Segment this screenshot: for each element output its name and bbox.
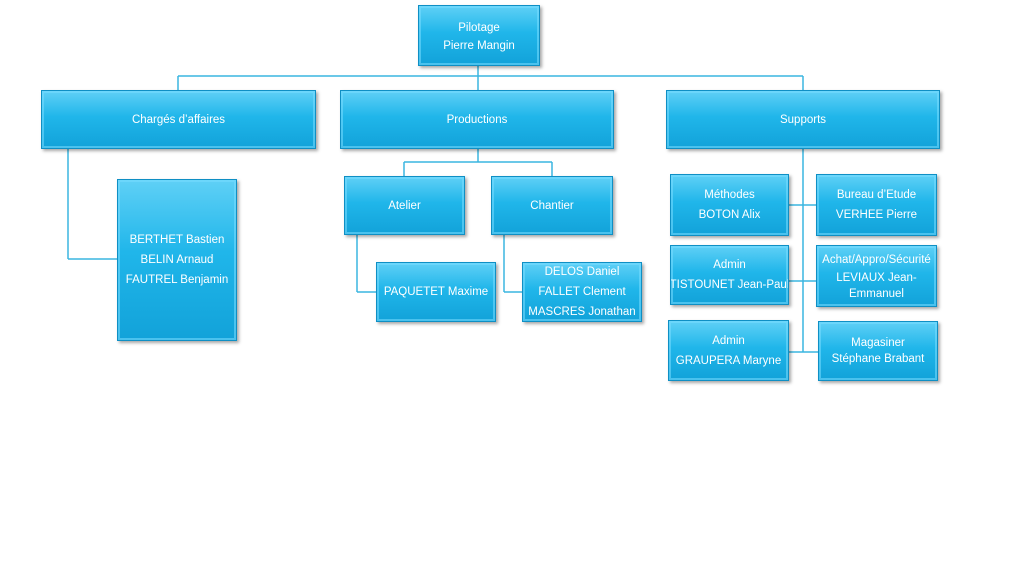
org-box-charges-affaires: Chargés d’affaires	[41, 90, 316, 149]
org-box-productions: Productions	[340, 90, 614, 149]
person-name: BELIN Arnaud	[140, 254, 214, 266]
box-title: Supports	[779, 113, 827, 126]
org-box-atelier: Atelier	[344, 176, 465, 235]
person-name: TISTOUNET Jean-Paul	[670, 279, 789, 291]
org-box-achat-appro-securite: Achat/Appro/Sécurité LEVIAUX Jean- Emman…	[816, 245, 937, 307]
box-title: Chargés d’affaires	[131, 113, 226, 126]
org-box-bureau-etude: Bureau d’Etude VERHEE Pierre	[816, 174, 937, 236]
person-name: GRAUPERA Maryne	[675, 354, 782, 367]
person-name: BERTHET Bastien	[129, 234, 225, 246]
person-name: DELOS Daniel	[544, 266, 620, 278]
person-name-cont: Emmanuel	[849, 288, 904, 300]
org-box-methodes: Méthodes BOTON Alix	[670, 174, 789, 236]
box-title: Productions	[446, 113, 508, 126]
box-title: Achat/Appro/Sécurité	[822, 254, 931, 266]
box-person: Pierre Mangin	[443, 39, 515, 52]
box-title: Magasiner	[851, 337, 905, 349]
org-box-chantier-members: DELOS Daniel FALLET Clement MASCRES Jona…	[522, 262, 642, 322]
box-title: Pilotage	[458, 21, 500, 34]
person-name: PAQUETET Maxime	[383, 286, 489, 298]
person-name: MASCRES Jonathan	[528, 306, 636, 318]
person-name: VERHEE Pierre	[835, 209, 918, 221]
org-box-pilotage: Pilotage Pierre Mangin	[418, 5, 540, 66]
box-title: Atelier	[388, 199, 421, 212]
person-name: FALLET Clement	[538, 286, 626, 298]
box-title: Chantier	[530, 199, 574, 212]
person-name: FAUTREL Benjamin	[125, 274, 229, 286]
person-name: LEVIAUX Jean-	[836, 272, 917, 284]
box-title: Admin	[713, 259, 746, 271]
box-title: Bureau d’Etude	[836, 189, 917, 201]
person-name: BOTON Alix	[698, 209, 761, 221]
org-box-magasinier: Magasiner Stéphane Brabant	[818, 321, 938, 381]
person-name: Stéphane Brabant	[831, 353, 925, 365]
org-box-charges-members: BERTHET Bastien BELIN Arnaud FAUTREL Ben…	[117, 179, 237, 341]
org-box-supports: Supports	[666, 90, 940, 149]
box-title: Admin	[712, 334, 745, 347]
org-box-admin-1: Admin TISTOUNET Jean-Paul	[670, 245, 789, 305]
org-box-chantier: Chantier	[491, 176, 613, 235]
box-title: Méthodes	[704, 189, 755, 201]
org-box-atelier-members: PAQUETET Maxime	[376, 262, 496, 322]
org-box-admin-2: Admin GRAUPERA Maryne	[668, 320, 789, 381]
